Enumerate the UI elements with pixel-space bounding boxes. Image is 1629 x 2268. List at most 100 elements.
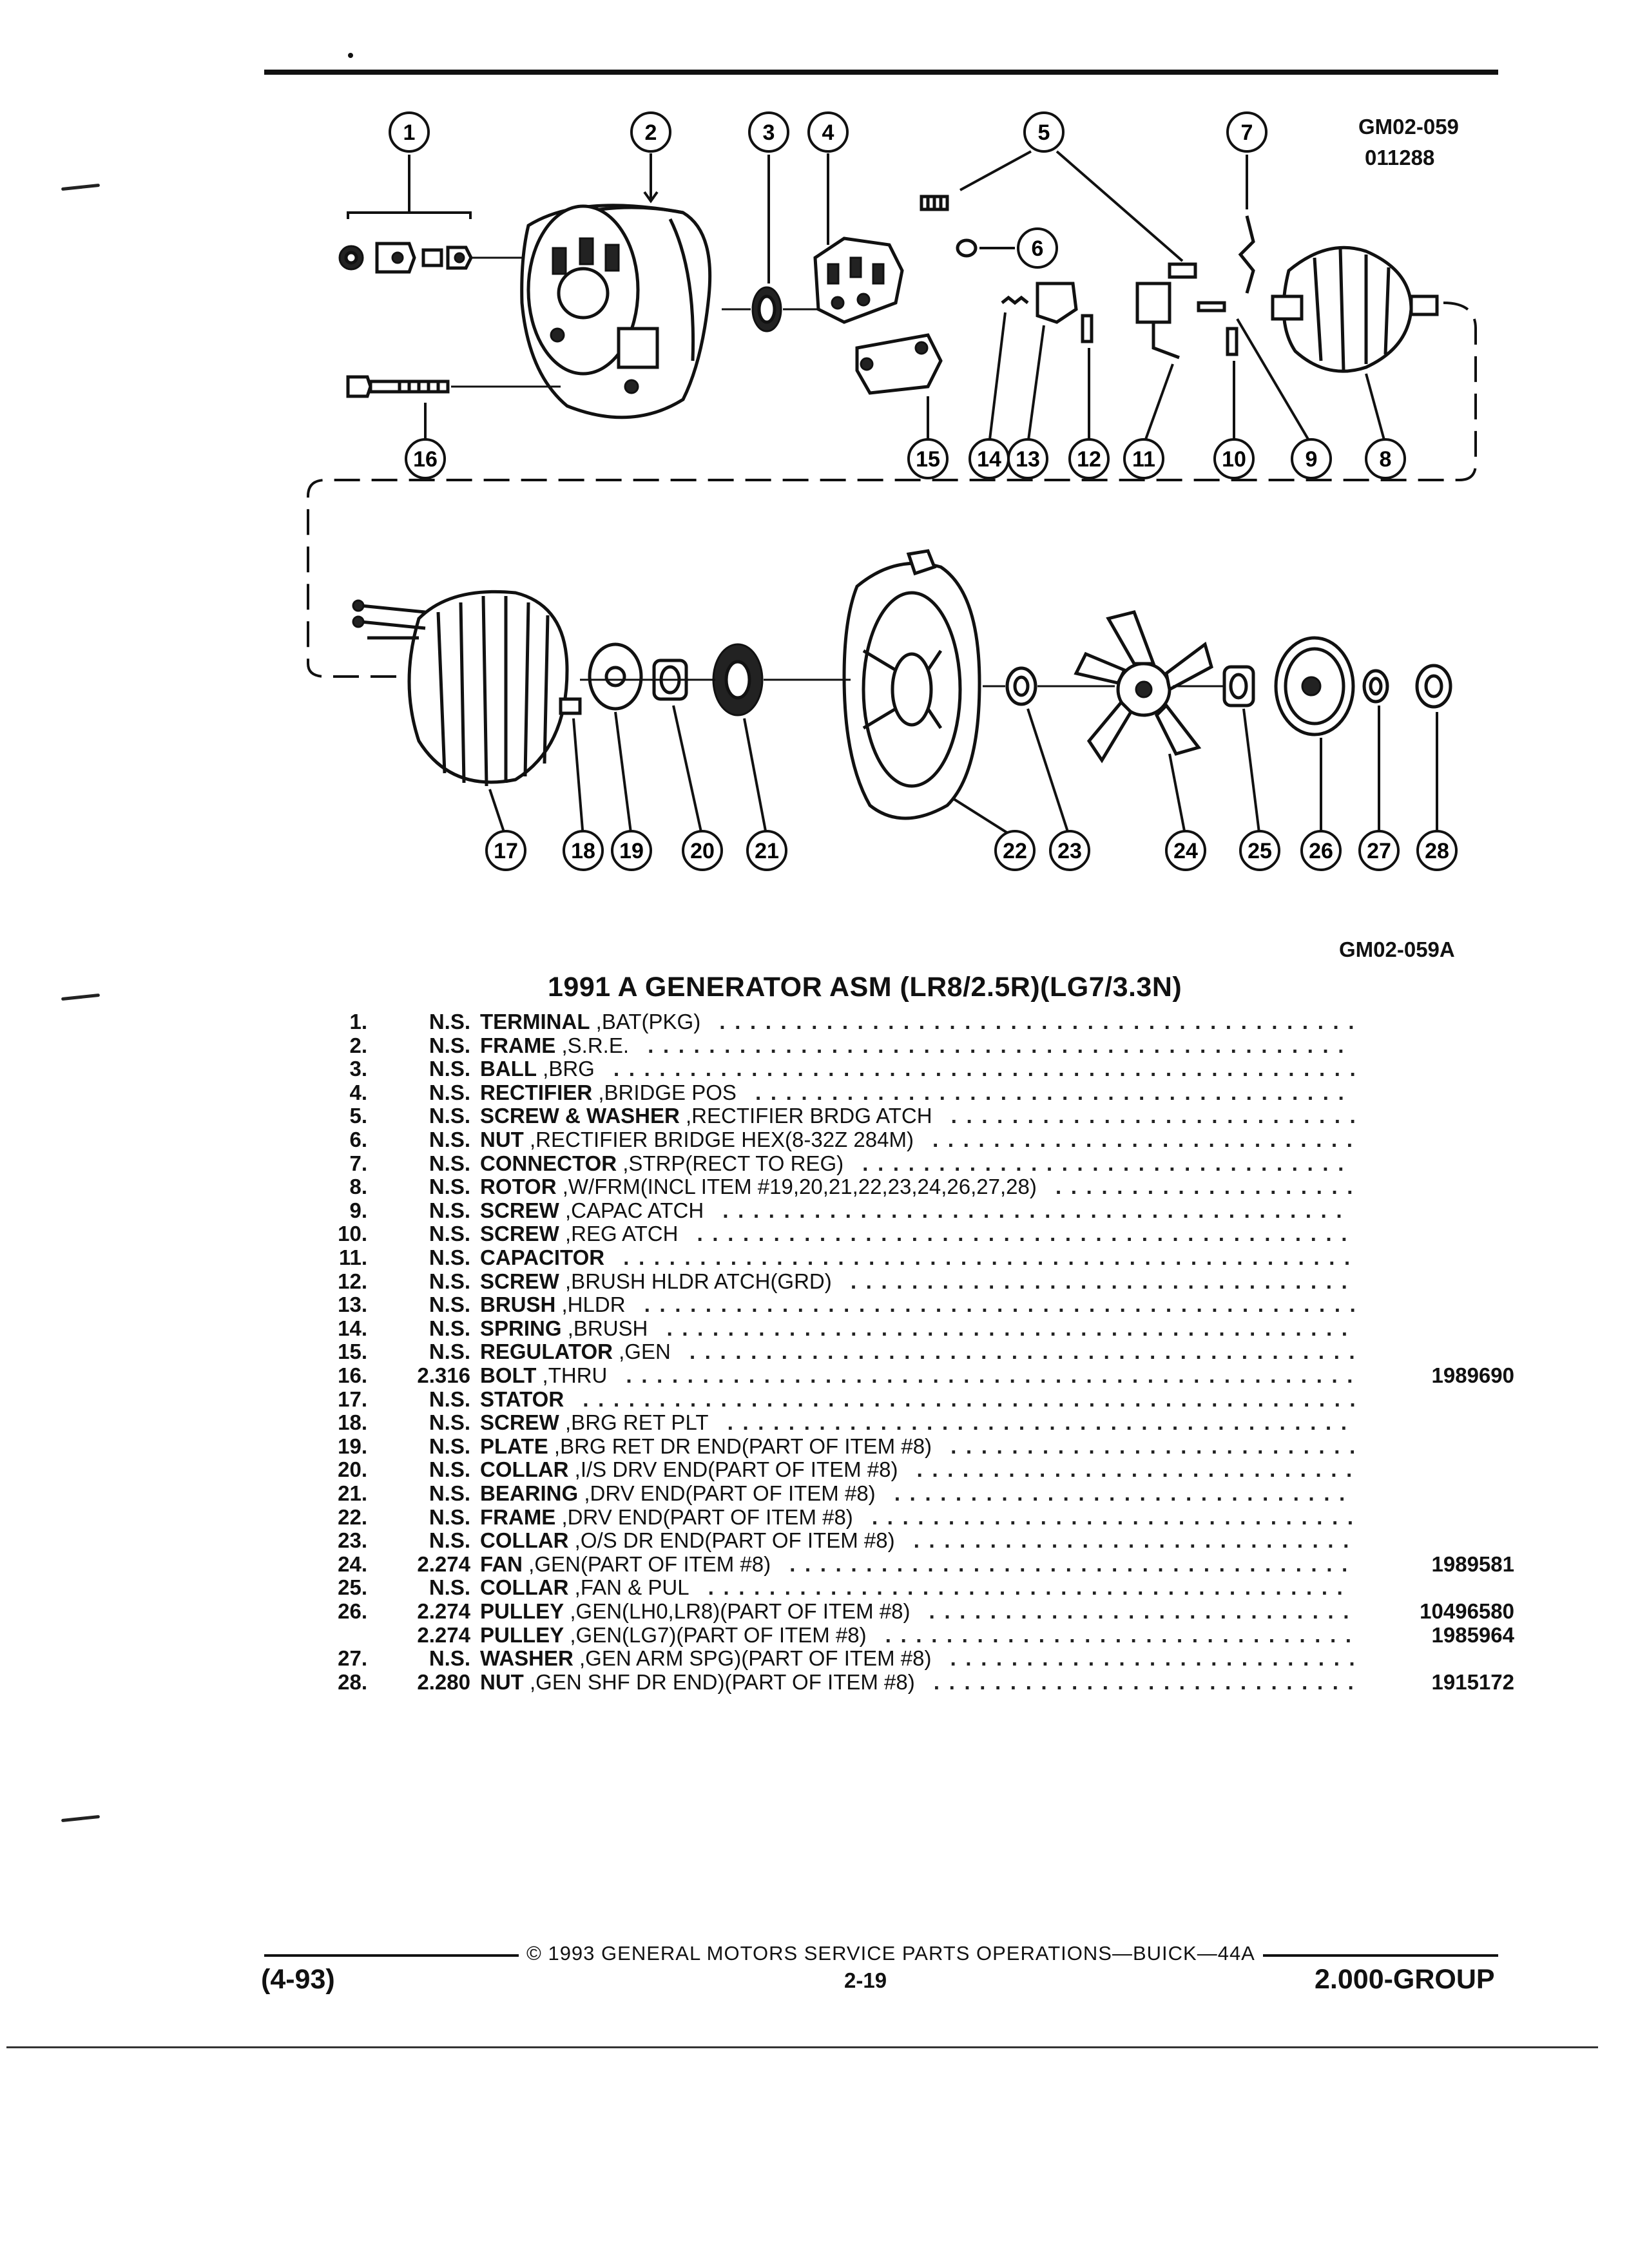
- outer-collar-part: [1005, 666, 1037, 706]
- svg-text:19: 19: [619, 839, 644, 863]
- item-quantity: N.S.: [429, 1175, 470, 1199]
- svg-text:17: 17: [494, 839, 518, 863]
- item-number: 15.: [338, 1340, 367, 1364]
- leader-dots: ................................: [853, 1506, 1360, 1531]
- leader-24: [1168, 753, 1187, 838]
- item-number: 17.: [338, 1387, 367, 1411]
- regulator-part: [855, 333, 943, 395]
- item-name-cell: BOLT ,THRU .............................…: [480, 1364, 1359, 1389]
- item-description: ,GEN(LH0,LR8)(PART OF ITEM #8): [564, 1599, 911, 1623]
- rotor-part: [1271, 245, 1439, 373]
- item-number: 6.: [349, 1128, 367, 1151]
- leader-dots: ............................: [910, 1601, 1355, 1625]
- leader-dots: ........................................…: [564, 1389, 1362, 1413]
- callout-19: 19: [611, 830, 652, 871]
- assembly-flow-line: [307, 302, 1477, 678]
- item-number: 23.: [338, 1528, 367, 1553]
- item-quantity: N.S.: [429, 1104, 470, 1128]
- parts-list-row: 17.N.S.STATOR ..........................…: [303, 1387, 1514, 1413]
- leader-19: [614, 711, 633, 838]
- item-name: CAPACITOR: [480, 1245, 605, 1269]
- item-description: ,BRUSH: [561, 1316, 648, 1340]
- item-name: PLATE: [480, 1434, 548, 1458]
- svg-text:22: 22: [1003, 839, 1027, 863]
- item-name: COLLAR: [480, 1575, 569, 1600]
- item-quantity: 2.274: [417, 1622, 470, 1647]
- thru-bolt-part: [346, 375, 450, 398]
- svg-text:10: 10: [1222, 447, 1246, 472]
- leader-dots: ........................................…: [708, 1412, 1353, 1437]
- footer-page-number: 2-19: [844, 1968, 887, 1992]
- leader-dots: ........................................…: [604, 1247, 1356, 1271]
- item-quantity: N.S.: [429, 1269, 470, 1293]
- item-quantity: N.S.: [429, 1504, 470, 1529]
- item-description: ,CAPAC ATCH: [559, 1198, 704, 1222]
- leader-17: [488, 789, 507, 838]
- item-quantity: N.S.: [429, 1151, 470, 1175]
- item-name-cell: SPRING ,BRUSH ..........................…: [480, 1316, 1353, 1342]
- parts-list-row: 27.N.S.WASHER ,GEN ARM SPG)(PART OF ITEM…: [303, 1646, 1514, 1673]
- item-quantity: N.S.: [429, 1293, 470, 1317]
- top-rule: [264, 70, 1498, 75]
- leader-dots: ........................................…: [629, 1035, 1350, 1059]
- item-name-cell: PULLEY ,GEN(LG7)(PART OF ITEM #8) ......…: [480, 1623, 1358, 1649]
- item-quantity: N.S.: [429, 1340, 470, 1364]
- svg-text:3: 3: [763, 120, 775, 145]
- item-name-cell: FRAME ,DRV END(PART OF ITEM #8) ........…: [480, 1505, 1360, 1531]
- item-quantity: N.S.: [429, 1528, 470, 1553]
- screw-washer-part: [920, 195, 1197, 279]
- parts-list-row: 10.N.S.SCREW ,REG ATCH .................…: [303, 1222, 1514, 1247]
- item-quantity: N.S.: [429, 1316, 470, 1340]
- terminal-part: [338, 242, 473, 274]
- drawing-date: 011288: [1365, 146, 1435, 169]
- item-quantity: N.S.: [429, 1457, 470, 1482]
- callout-14: 14: [969, 438, 1010, 479]
- svg-text:6: 6: [1032, 236, 1044, 261]
- leader-dots: ............................: [914, 1671, 1360, 1696]
- capacitor-part: [1135, 282, 1180, 360]
- callout-23: 23: [1049, 830, 1090, 871]
- item-number: 9.: [349, 1198, 367, 1222]
- item-quantity: 2.274: [417, 1599, 470, 1623]
- item-quantity: N.S.: [429, 1198, 470, 1222]
- item-name: STATOR: [480, 1387, 564, 1411]
- leader-dots: ...............................: [866, 1624, 1358, 1649]
- fan-part: [1074, 610, 1213, 764]
- stator-part: [352, 590, 569, 787]
- svg-text:18: 18: [571, 839, 595, 863]
- item-description: ,BRG: [536, 1057, 595, 1081]
- callout-20: 20: [682, 830, 723, 871]
- item-name-cell: SCREW ,CAPAC ATCH ......................…: [480, 1198, 1348, 1224]
- parts-list-row: 1.N.S.TERMINAL ,BAT(PKG) ...............…: [303, 1010, 1514, 1035]
- leader-dots: ...........................: [931, 1648, 1361, 1673]
- item-number: 22.: [338, 1504, 367, 1529]
- item-number: 27.: [338, 1646, 367, 1671]
- callout-10: 10: [1213, 438, 1255, 479]
- item-name: BEARING: [480, 1481, 579, 1505]
- parts-list-row: 20.N.S.COLLAR ,I/S DRV END(PART OF ITEM …: [303, 1457, 1514, 1483]
- item-number: 11.: [338, 1245, 367, 1269]
- leader-21: [743, 718, 768, 838]
- regulator-screw-part: [1226, 327, 1239, 356]
- item-name: NUT: [480, 1128, 524, 1151]
- parts-list-row: 23.N.S.COLLAR ,O/S DR END(PART OF ITEM #…: [303, 1528, 1514, 1554]
- leader-dots: ........................................…: [625, 1294, 1362, 1319]
- item-name-cell: SCREW ,BRG RET PLT .....................…: [480, 1411, 1353, 1436]
- item-name-cell: FRAME ,S.R.E. ..........................…: [480, 1033, 1350, 1059]
- svg-text:2: 2: [645, 120, 657, 145]
- part-number: 10496580: [1420, 1599, 1514, 1623]
- item-number: 8.: [349, 1175, 367, 1199]
- nut-part: [956, 238, 978, 258]
- svg-text:21: 21: [755, 839, 779, 863]
- leader-11: [1142, 363, 1174, 445]
- svg-text:5: 5: [1038, 120, 1050, 145]
- item-name: BALL: [480, 1057, 537, 1081]
- svg-text:24: 24: [1173, 839, 1198, 863]
- item-name: FRAME: [480, 1033, 556, 1057]
- item-name-cell: PLATE ,BRG RET DR END(PART OF ITEM #8) .…: [480, 1434, 1362, 1460]
- item-description: ,BRIDGE POS: [592, 1080, 737, 1104]
- item-description: ,GEN: [612, 1340, 671, 1364]
